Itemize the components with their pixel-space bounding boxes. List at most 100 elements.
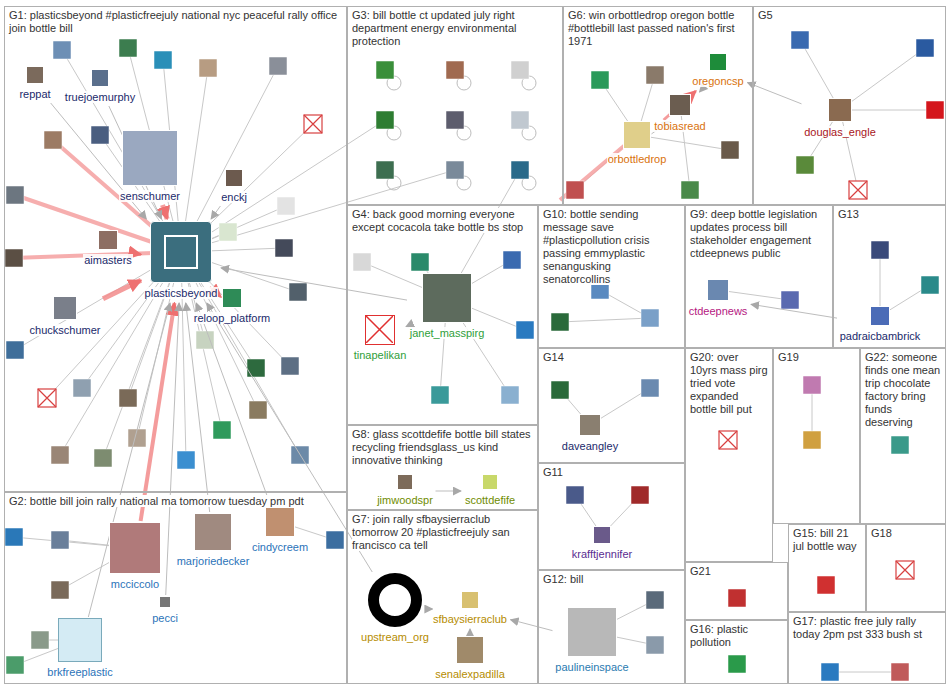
avatar-image bbox=[461, 591, 479, 609]
group-heading: G7: join rally sfbaysierraclub tomorrow … bbox=[352, 513, 510, 551]
group-heading: G11 bbox=[543, 466, 563, 478]
user-vertex: plasticsbeyond bbox=[143, 221, 219, 301]
group-heading-box: G7: join rally sfbaysierraclub tomorrow … bbox=[348, 511, 537, 554]
user-vertex: reloop_platform bbox=[192, 288, 272, 326]
vertex-label: reloop_platform bbox=[193, 312, 271, 324]
group-heading-box: G14 bbox=[539, 349, 684, 366]
group-heading-box: G5 bbox=[754, 7, 945, 24]
user-vertex: senalexpadilla bbox=[434, 636, 507, 682]
group-panel: G13padraicbambrick bbox=[833, 205, 946, 348]
group-panel: G10: bottle sending message save #plasti… bbox=[538, 205, 685, 348]
user-vertex: scottdefife bbox=[463, 474, 517, 508]
mention-edge bbox=[221, 268, 407, 300]
group-heading-box: G15: bill 21 jul bottle way bbox=[789, 525, 865, 555]
group-heading: G18 bbox=[871, 527, 892, 539]
vertex-label: orbottledrop bbox=[607, 153, 668, 165]
group-panel: G16: plastic pollution bbox=[685, 620, 788, 684]
avatar-image bbox=[265, 507, 295, 537]
vertex-label: truejoemurphy bbox=[64, 91, 136, 103]
group-heading-box: G10: bottle sending message save #plasti… bbox=[539, 206, 684, 288]
group-heading-box: G6: win orbottledrop oregon bottle #bott… bbox=[564, 7, 752, 50]
vertex-label: janet_masspirg bbox=[409, 327, 486, 339]
group-heading: G22: someone finds one mean trip chocola… bbox=[865, 351, 940, 428]
group-heading-box: G9: deep bottle legislation updates proc… bbox=[686, 206, 832, 262]
user-vertex: daveangley bbox=[560, 414, 620, 454]
group-heading: G6: win orbottledrop oregon bottle #bott… bbox=[568, 9, 735, 47]
group-heading-box: G4: back good morning everyone except co… bbox=[348, 206, 537, 236]
group-heading: G9: deep bottle legislation updates proc… bbox=[690, 208, 817, 259]
group-heading-box: G19 bbox=[774, 349, 859, 366]
group-panel: G1: plasticsbeyond #plasticfreejuly nati… bbox=[4, 6, 347, 492]
user-vertex: brkfreeplastic bbox=[46, 618, 115, 680]
group-heading: G8: glass scottdefife bottle bill states… bbox=[352, 428, 531, 466]
group-panel: G21 bbox=[685, 562, 788, 620]
group-heading-box: G8: glass scottdefife bottle bill states… bbox=[348, 426, 537, 469]
user-vertex: jimwoodspr bbox=[376, 474, 435, 508]
user-vertex: tinapelikan bbox=[352, 315, 408, 363]
user-vertex: senschumer bbox=[119, 130, 182, 204]
mention-edge bbox=[166, 303, 179, 595]
avatar-image bbox=[225, 169, 243, 187]
avatar-image bbox=[53, 296, 77, 320]
vertex-label: mcciccolo bbox=[110, 578, 160, 590]
user-vertex: padraicbambrick bbox=[838, 306, 922, 344]
group-heading-box: G1: plasticsbeyond #plasticfreejuly nati… bbox=[5, 7, 346, 37]
user-vertex: janet_masspirg bbox=[408, 273, 486, 341]
vertex-label: ctdeepnews bbox=[688, 305, 749, 317]
vertex-label: enckj bbox=[220, 191, 248, 203]
vertex-label: reppat bbox=[18, 88, 51, 100]
mention-edge bbox=[103, 280, 141, 298]
group-panel: G17: plastic free july rally today 2pm p… bbox=[788, 612, 946, 684]
mention-edge bbox=[186, 303, 210, 512]
mention-edge bbox=[88, 303, 170, 617]
group-panel: G14 daveangley bbox=[538, 348, 685, 463]
avatar-image bbox=[579, 414, 601, 436]
group-heading-box: G22: someone finds one mean trip chocola… bbox=[861, 349, 945, 431]
avatar-image bbox=[422, 273, 472, 323]
group-heading: G20: over 10yrs mass pirg tried vote exp… bbox=[690, 351, 768, 415]
avatar-image bbox=[222, 288, 242, 308]
group-panel: G19 bbox=[773, 348, 860, 524]
mention-edge bbox=[163, 205, 168, 219]
avatar-image bbox=[397, 474, 413, 490]
mention-edge bbox=[135, 253, 142, 254]
group-panel: G15: bill 21 jul bottle way bbox=[788, 524, 866, 612]
user-vertex: douglas_engle bbox=[803, 98, 878, 140]
user-vertex: reppat bbox=[18, 66, 53, 102]
mention-edge bbox=[196, 303, 270, 506]
mention-edge bbox=[699, 90, 701, 92]
group-heading: G21 bbox=[690, 565, 711, 577]
vertex-label: brkfreeplastic bbox=[46, 666, 113, 678]
mention-edge bbox=[141, 303, 175, 521]
group-heading: G12: bill bbox=[543, 573, 583, 585]
avatar-image bbox=[26, 66, 44, 84]
avatar-image bbox=[593, 526, 611, 544]
avatar-image bbox=[368, 573, 422, 627]
avatar-image bbox=[669, 94, 691, 116]
group-panel: G12: billpaulineinspace bbox=[538, 570, 685, 684]
avatar-image bbox=[828, 98, 852, 122]
avatar-image bbox=[709, 53, 727, 71]
user-vertex: marjoriedecker bbox=[175, 513, 251, 569]
group-panel: G6: win orbottledrop oregon bottle #bott… bbox=[563, 6, 753, 205]
vertex-label: krafftjennifer bbox=[571, 548, 633, 560]
mention-edge bbox=[748, 83, 802, 104]
vertex-label: tinapelikan bbox=[353, 349, 408, 361]
group-heading-box: G12: bill bbox=[539, 571, 684, 588]
user-vertex: pecci bbox=[151, 596, 180, 626]
group-heading: G5 bbox=[758, 9, 773, 21]
avatar-image bbox=[365, 315, 395, 345]
vertex-label: padraicbambrick bbox=[839, 330, 922, 342]
vertex-label: senalexpadilla bbox=[434, 668, 506, 680]
group-heading: G16: plastic pollution bbox=[690, 623, 748, 648]
user-vertex: enckj bbox=[220, 169, 249, 205]
group-heading: G14 bbox=[543, 351, 564, 363]
group-heading: G3: bill bottle ct updated july right de… bbox=[352, 9, 516, 47]
avatar-image bbox=[109, 522, 161, 574]
vertex-label: aimasters bbox=[83, 254, 133, 266]
vertex-label: marjoriedecker bbox=[176, 555, 251, 567]
user-vertex: sfbaysierraclub bbox=[432, 591, 509, 627]
vertex-label: douglas_engle bbox=[803, 126, 877, 138]
group-heading-box: G17: plastic free july rally today 2pm p… bbox=[789, 613, 945, 643]
vertex-label: chuckschumer bbox=[29, 324, 102, 336]
